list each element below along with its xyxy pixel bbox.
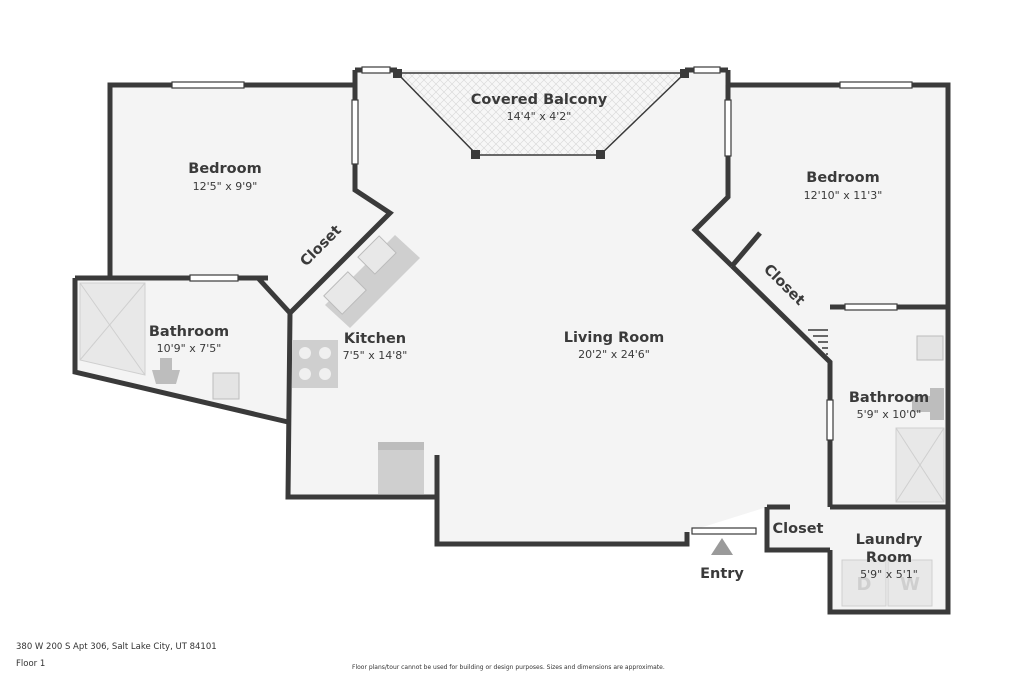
disclaimer-text: Floor plans/tour cannot be used for buil… (352, 664, 665, 671)
sink (323, 271, 367, 315)
room-name-bedroom-right: Bedroom (806, 170, 879, 186)
room-dims-covered-balcony: 14'4" x 4'2" (507, 110, 572, 123)
room-name-laundry-line2: Room (866, 550, 912, 566)
bathroom-sink-icon (916, 335, 944, 361)
entry-arrow-icon (711, 538, 733, 555)
floor-area (75, 70, 948, 612)
washer-icon (887, 559, 933, 607)
room-dims-bedroom-right: 12'10" x 11'3" (804, 189, 883, 202)
kitchen-fixtures (292, 235, 424, 494)
balcony-post (393, 69, 402, 78)
room-name-living-room: Living Room (564, 330, 665, 346)
laundry-appliances: D W (841, 559, 933, 607)
room-dims-kitchen: 7'5" x 14'8" (343, 349, 408, 362)
room-name-kitchen: Kitchen (344, 331, 406, 347)
room-name-laundry-line1: Laundry (856, 532, 923, 548)
room-dims-bedroom-left: 12'5" x 9'9" (193, 180, 258, 193)
room-name-closet-entry: Closet (773, 521, 824, 537)
room-labels: Bedroom 12'5" x 9'9" Covered Balcony 14'… (149, 92, 929, 582)
bathroom-sink-icon (212, 372, 240, 400)
right-bathroom-fixtures (895, 335, 945, 503)
room-name-entry: Entry (700, 566, 744, 582)
stove-icon (292, 340, 338, 388)
refrigerator-icon (378, 442, 424, 494)
dryer-icon (841, 559, 887, 607)
toilet-icon (152, 358, 180, 384)
balcony-post (471, 150, 480, 159)
room-name-bedroom-left: Bedroom (188, 161, 261, 177)
balcony-post (680, 69, 689, 78)
property-address: 380 W 200 S Apt 306, Salt Lake City, UT … (16, 642, 217, 652)
left-bathroom-fixtures (79, 282, 240, 400)
dryer-label: D (857, 574, 872, 595)
windows (171, 66, 913, 535)
room-name-bathroom-left: Bathroom (149, 324, 229, 340)
room-dims-bathroom-left: 10'9" x 7'5" (157, 342, 222, 355)
floor-label: Floor 1 (16, 659, 46, 669)
room-dims-laundry: 5'9" x 5'1" (860, 568, 918, 581)
washer-label: W (900, 574, 920, 595)
room-name-bathroom-right: Bathroom (849, 390, 929, 406)
stairs-icon (808, 329, 828, 355)
toilet-icon (912, 388, 944, 420)
range (357, 235, 397, 275)
room-name-covered-balcony: Covered Balcony (471, 92, 608, 108)
balcony-post (596, 150, 605, 159)
walls (72, 67, 951, 615)
room-dims-bathroom-right: 5'9" x 10'0" (857, 408, 922, 421)
room-dims-living-room: 20'2" x 24'6" (578, 348, 650, 361)
